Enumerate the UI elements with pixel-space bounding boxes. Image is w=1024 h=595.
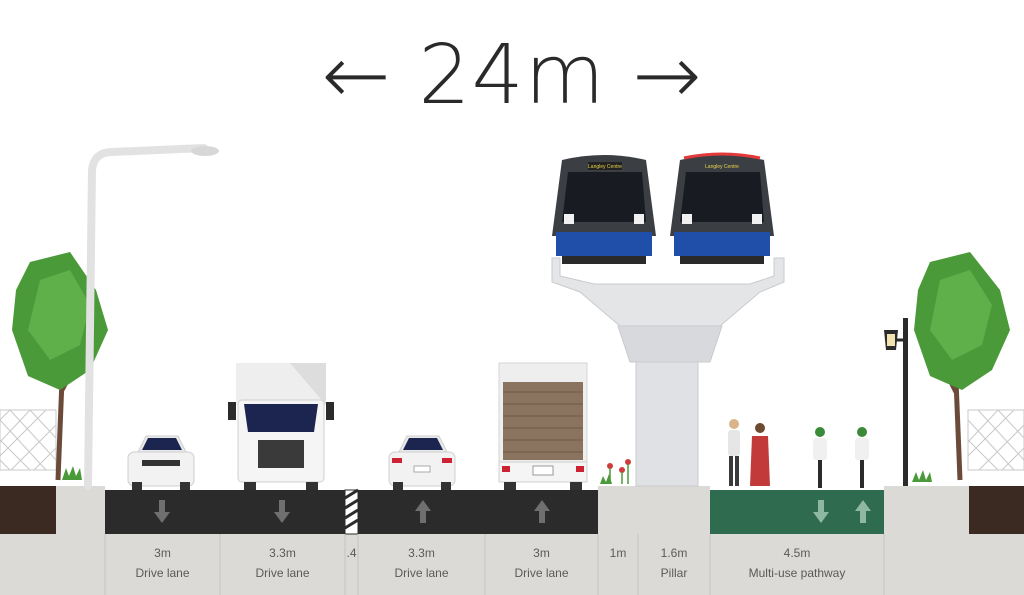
tree-left [12, 252, 108, 481]
train-left [552, 155, 656, 264]
grass-left [62, 466, 82, 480]
fence-right [967, 409, 1024, 471]
car-right [388, 435, 456, 490]
skytrain-guideway [551, 257, 785, 487]
right-arrow-icon: → [632, 28, 703, 123]
sidewalk-right [884, 486, 969, 595]
train-left-destination: Langley Centre [588, 164, 622, 170]
pillar-base [638, 486, 710, 595]
segment-median: .4 [346, 546, 357, 560]
grass-right [912, 470, 932, 482]
street-light [84, 144, 219, 490]
median-hatching [344, 488, 359, 530]
up-arrow-icon [534, 500, 550, 523]
car-left [127, 435, 195, 490]
boulevard-grass [600, 474, 612, 484]
fence-left [0, 409, 57, 471]
left-arrow-icon: ← [321, 28, 392, 123]
total-width-value: 24m [418, 28, 606, 123]
segment-drive-lane-3: 3.3m Drive lane [394, 546, 449, 580]
lamppost [884, 318, 908, 486]
pillar [635, 361, 699, 487]
segment-multi-use-pathway: 4.5m Multi-use pathway [748, 546, 846, 580]
pedestrian-2 [750, 423, 770, 486]
segment-drive-lane-2: 3.3m Drive lane [255, 546, 310, 580]
cyclist-2 [855, 427, 869, 488]
tree-right [914, 252, 1010, 481]
total-width-label: ← 24m → [0, 28, 1024, 123]
segment-pillar: 1.6m Pillar [660, 546, 688, 580]
soil-right [969, 486, 1024, 534]
cyclist-1 [813, 427, 827, 488]
train-right-destination: Langley Centre [705, 164, 739, 170]
boulevard [598, 486, 638, 595]
train-right [670, 152, 774, 264]
truck-left [228, 363, 334, 490]
flowers [607, 459, 631, 484]
pedestrian-1 [728, 419, 740, 486]
down-arrow-icon [154, 500, 170, 523]
truck-right [498, 362, 588, 490]
segment-boulevard: 1m [609, 546, 627, 560]
down-arrow-icon [813, 500, 829, 523]
sidewalk-left [56, 486, 105, 595]
segment-drive-lane-1: 3m Drive lane [135, 546, 190, 580]
up-arrow-icon [415, 500, 431, 523]
segment-drive-lane-4: 3m Drive lane [514, 546, 569, 580]
multi-use-pathway-surface [710, 490, 884, 534]
down-arrow-icon [274, 500, 290, 523]
road-northbound [358, 490, 598, 534]
ground-band [0, 534, 1024, 595]
up-arrow-icon [855, 500, 871, 523]
soil-left [0, 486, 56, 534]
road-southbound [105, 490, 345, 534]
